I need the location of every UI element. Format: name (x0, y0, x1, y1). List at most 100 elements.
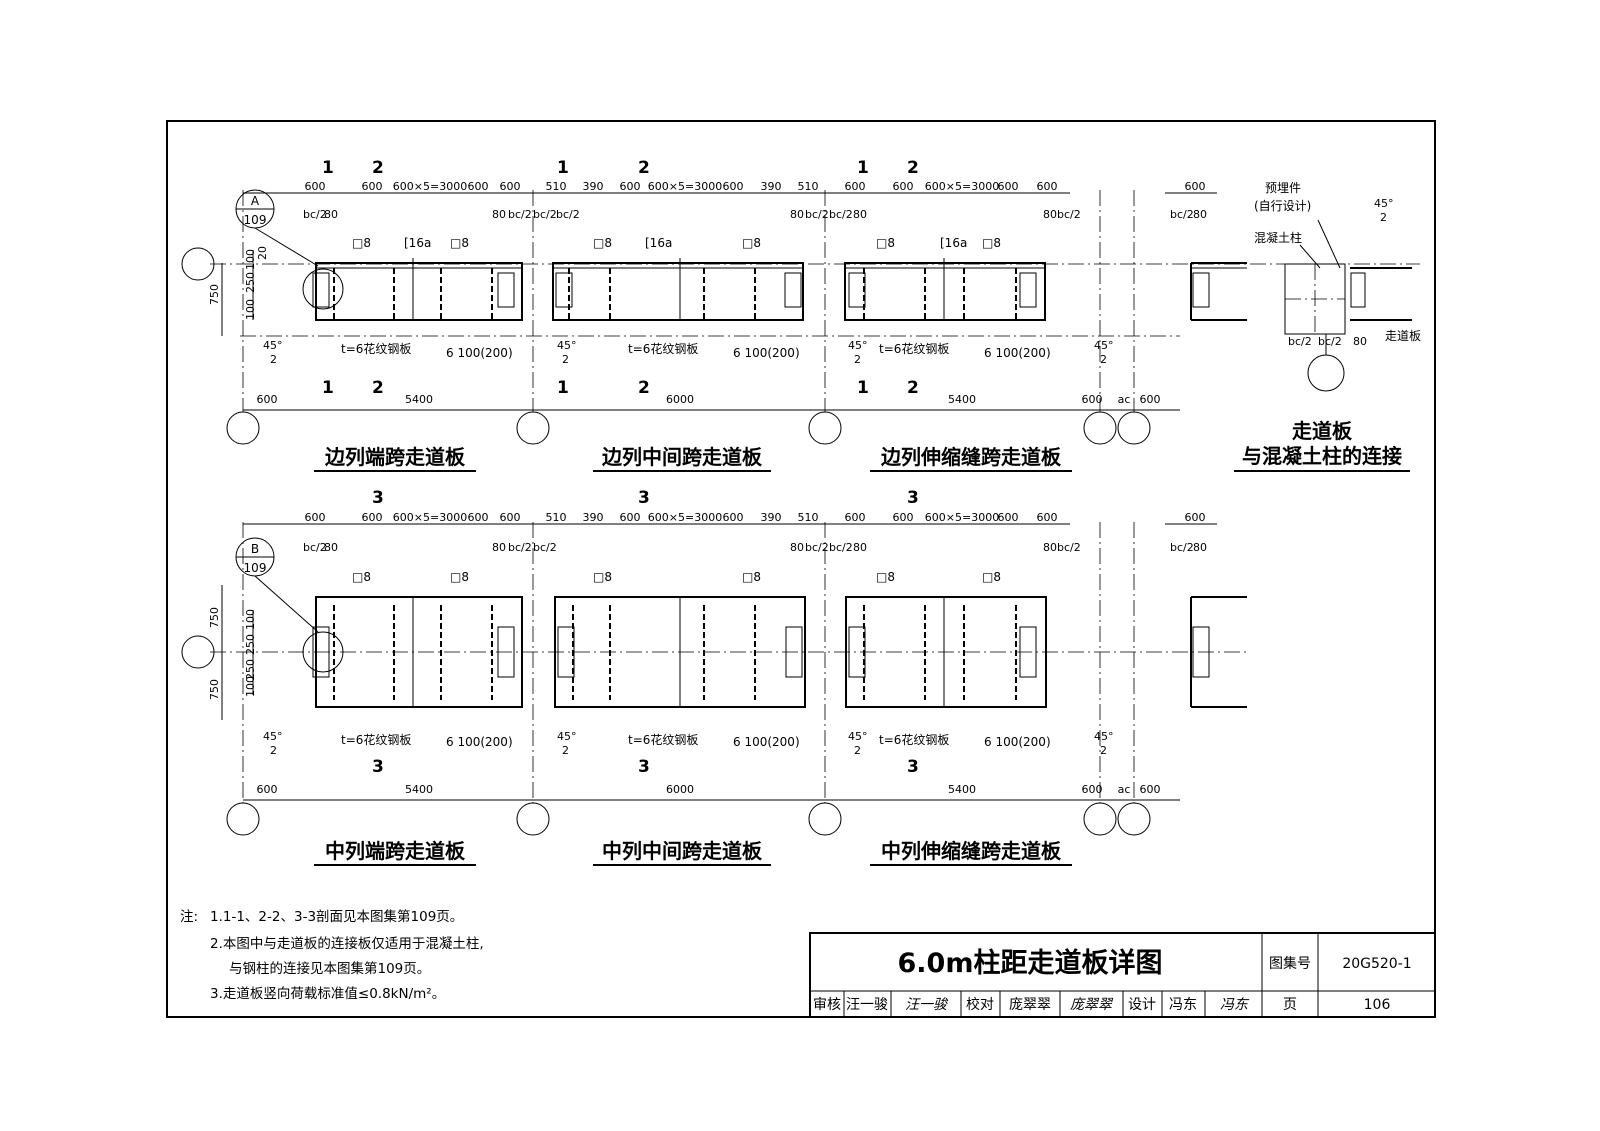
plate-label: t=6花纹钢板 (628, 341, 698, 356)
walkway-panel-mid-middle (554, 596, 806, 708)
top-row-group: A 109 (181, 158, 1420, 472)
view-title: 中列伸缩缝跨走道板 (881, 839, 1062, 863)
dim-label: bc/2 (508, 208, 532, 221)
weld-angle: 45° (848, 339, 868, 352)
section-mark: 1 (322, 378, 334, 398)
dim-label: 250 (244, 272, 257, 293)
plate-label: t=6花纹钢板 (341, 732, 411, 747)
weld-size: 2 (562, 744, 569, 757)
span-dim: 600 (257, 783, 278, 796)
section-mark: 3 (907, 488, 919, 508)
atlas-label: 图集号 (1269, 955, 1311, 972)
section-mark: 2 (907, 158, 919, 178)
weld-label: 6 100(200) (733, 346, 800, 360)
detail-title-line2: 与混凝土柱的连接 (1242, 444, 1402, 468)
weld-angle: 45° (1094, 339, 1114, 352)
reference-mark-a: A 109 (235, 189, 319, 267)
dim-label: 510 (546, 511, 567, 524)
dim-label: 600 (500, 511, 521, 524)
walkway-panel-mid-end (312, 596, 523, 708)
section-mark: 1 (322, 158, 334, 178)
dim-label: 600 (620, 180, 641, 193)
dim-label: 600 (468, 511, 489, 524)
dim-label: 600 (305, 511, 326, 524)
checker-signature: 庞翠翠 (1070, 997, 1114, 1013)
weld-size: 2 (1380, 211, 1387, 224)
view-title: 中列端跨走道板 (325, 839, 466, 863)
dim-label: bc/2 (805, 541, 829, 554)
dim-label: 100 (244, 676, 257, 697)
title-block: 6.0m柱距走道板详图 图集号 20G520-1 审核 汪一骏 汪一骏 校对 庞… (809, 932, 1436, 1018)
section-mark: 1 (557, 378, 569, 398)
ref-mark-bottom: 109 (244, 561, 267, 575)
dim-label: 750 (208, 607, 221, 628)
dim-label: 80 (1353, 335, 1367, 348)
drawing-title: 6.0m柱距走道板详图 (898, 947, 1163, 979)
channel-label: [16a (404, 236, 431, 250)
span-dim: ac (1118, 783, 1131, 796)
section-mark: 1 (557, 158, 569, 178)
weld-label: 6 100(200) (984, 346, 1051, 360)
weld-size: 2 (1100, 353, 1107, 366)
axis-bubble (1083, 802, 1117, 836)
notes-block: 注: 1.1-1、2-2、3-3剖面见本图集第109页。 2.本图中与走道板的连… (180, 908, 484, 1002)
walkway-panel-edge-end (312, 258, 523, 321)
walkway-label: 走道板 (1385, 329, 1421, 343)
axis-bubble (516, 411, 550, 445)
weld-size: 2 (854, 744, 861, 757)
weld-angle: 45° (263, 730, 283, 743)
reference-mark-b: B 109 (235, 537, 319, 633)
page-label: 页 (1283, 997, 1297, 1013)
dim-label: bc/2 (556, 208, 580, 221)
dim-label: 20 (256, 246, 269, 260)
span-dim: 6000 (666, 393, 694, 406)
dim-label: 600 (998, 511, 1019, 524)
dim-label: 390 (583, 180, 604, 193)
column-label: 混凝土柱 (1254, 230, 1302, 245)
dim-label: 600×5=3000 (648, 180, 722, 193)
dim-label: 600 (362, 511, 383, 524)
weld-label: 6 100(200) (446, 735, 513, 749)
dim-label: 100 (244, 249, 257, 270)
dim-label: 600 (1185, 511, 1206, 524)
dim-label: 600 (723, 511, 744, 524)
angle-label: □8 (982, 570, 1001, 584)
embed-label: 预埋件 (1265, 181, 1301, 195)
section-mark: 3 (638, 488, 650, 508)
dim-label: 600 (468, 180, 489, 193)
dim-label: 600×5=3000 (648, 511, 722, 524)
section-mark: 1 (857, 378, 869, 398)
designer-signature: 冯东 (1220, 997, 1250, 1013)
angle-label: □8 (450, 570, 469, 584)
weld-angle: 45° (1374, 197, 1394, 210)
angle-label: □8 (352, 570, 371, 584)
span-dim: 5400 (405, 393, 433, 406)
plate-label: t=6花纹钢板 (879, 732, 949, 747)
dim-label: 390 (761, 511, 782, 524)
dim-label: 510 (798, 511, 819, 524)
view-title: 边列端跨走道板 (324, 445, 466, 469)
dim-label: 100 (244, 609, 257, 630)
span-dim: 600 (1140, 393, 1161, 406)
section-mark: 2 (372, 378, 384, 398)
dim-label: 250 (244, 634, 257, 655)
dim-label: 80 (1043, 208, 1057, 221)
dim-label: 80 (853, 208, 867, 221)
dim-label: 250 (244, 659, 257, 680)
weld-label: 6 100(200) (733, 735, 800, 749)
detail-title-line1: 走道板 (1292, 419, 1353, 443)
section-mark: 2 (907, 378, 919, 398)
channel-label: [16a (645, 236, 672, 250)
section-mark: 3 (372, 488, 384, 508)
angle-label: □8 (876, 236, 895, 250)
dim-label: bc/2 (1170, 208, 1194, 221)
view-title: 边列中间跨走道板 (601, 445, 763, 469)
axis-bubble (808, 411, 842, 445)
dim-label: 600 (305, 180, 326, 193)
bottom-row-group: B 109 (181, 488, 1250, 866)
axis-bubble (181, 247, 215, 281)
dim-label: 390 (761, 180, 782, 193)
dim-label: 600 (893, 511, 914, 524)
dim-label: 600×5=3000 (393, 180, 467, 193)
weld-size: 2 (562, 353, 569, 366)
